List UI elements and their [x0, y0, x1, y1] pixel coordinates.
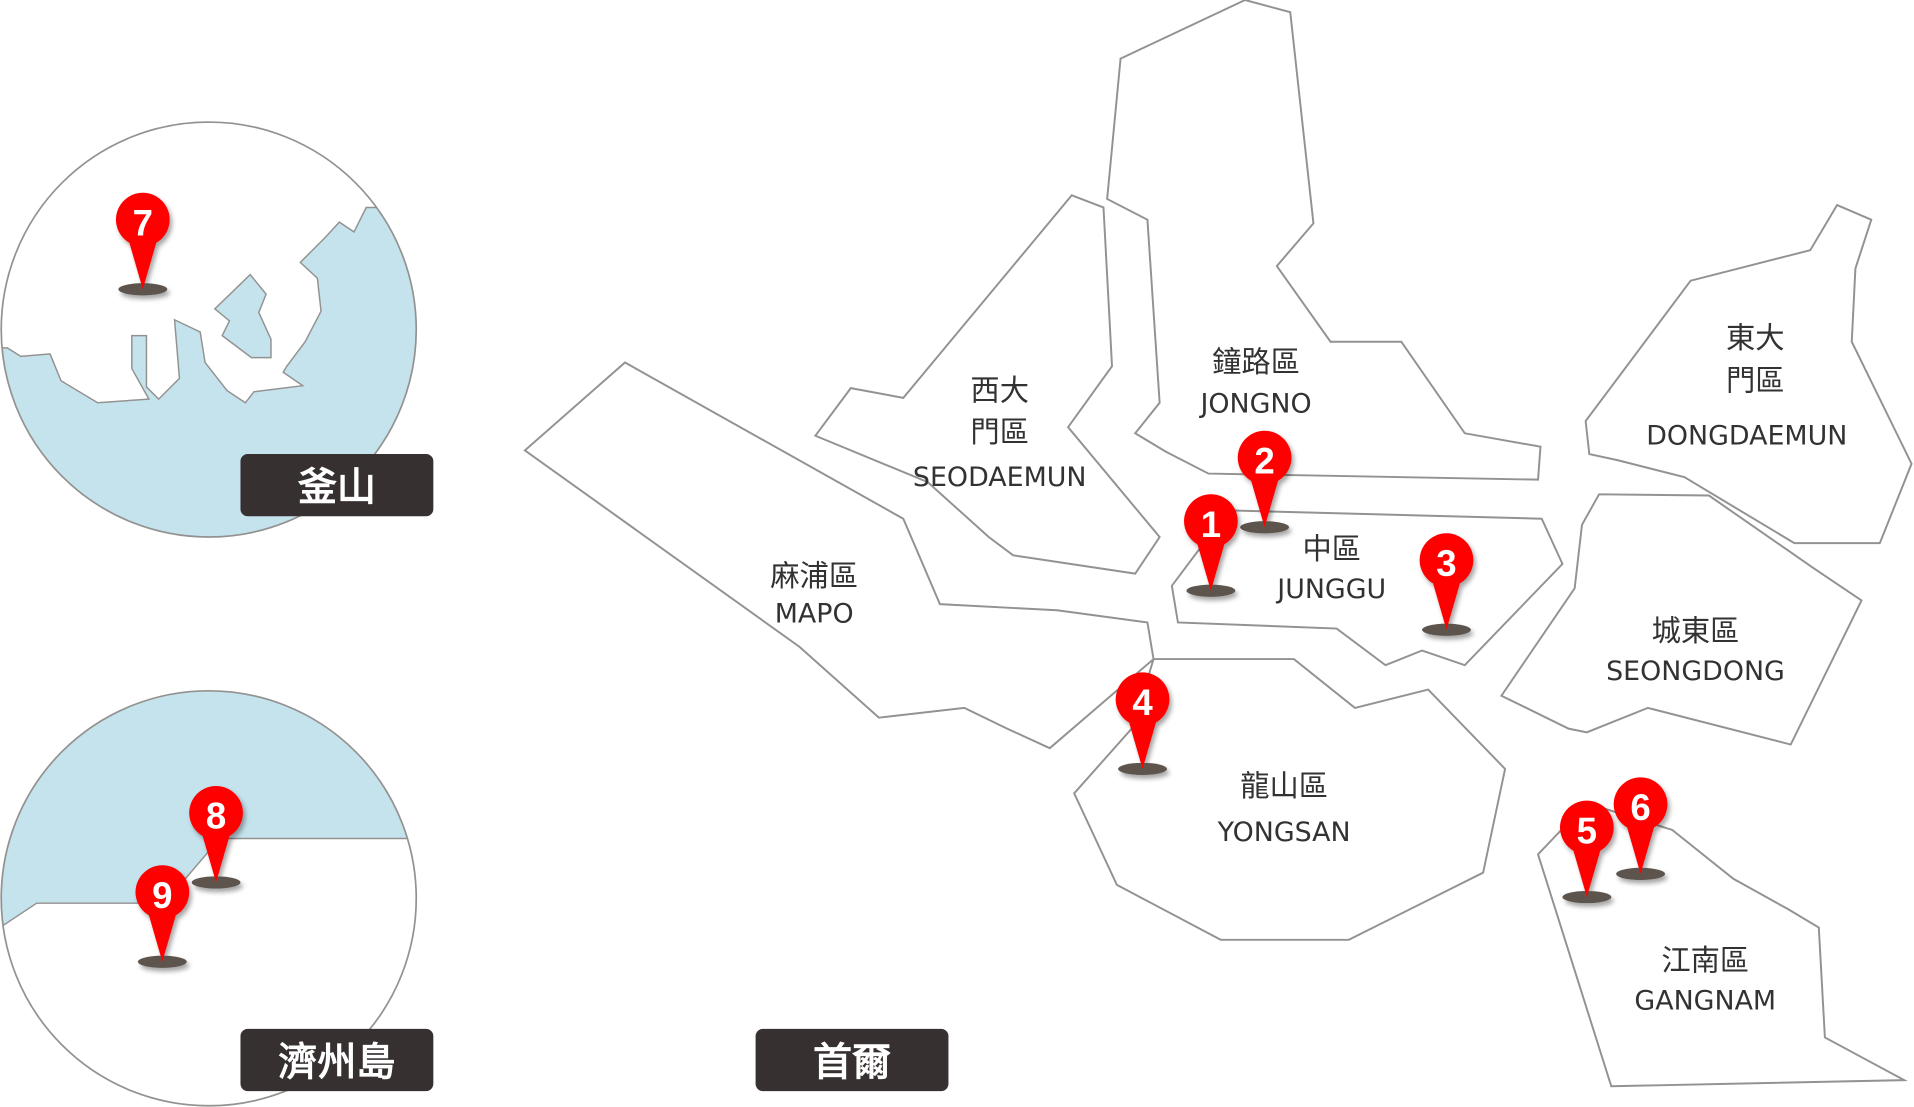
district-jongno[interactable] — [1106, 0, 1542, 481]
label-seongdong-zh: 城東區 — [1652, 614, 1740, 648]
region-badge-seoul: 首爾 — [755, 1028, 949, 1092]
pin-number: 9 — [152, 875, 172, 916]
pin-number: 2 — [1254, 441, 1274, 482]
label-mapo-zh: 麻浦區 — [770, 559, 858, 593]
district-seodaemun[interactable] — [813, 194, 1161, 575]
pin-number: 3 — [1436, 543, 1456, 584]
map-pin-6[interactable]: 6 — [1613, 777, 1668, 880]
seoul-districts — [523, 0, 1913, 1088]
label-seongdong-en: SEONGDONG — [1606, 656, 1785, 687]
badge-label-jeju: 濟州島 — [278, 1040, 395, 1085]
pin-number: 4 — [1132, 682, 1153, 723]
label-yongsan-en: YONGSAN — [1217, 817, 1351, 848]
pin-number: 5 — [1577, 810, 1597, 851]
label-junggu-en: JUNGGU — [1275, 574, 1386, 605]
map-pin-7[interactable]: 7 — [115, 192, 170, 296]
map-pins: 2 1 3 4 6 5 7 8 — [115, 192, 1668, 968]
label-junggu-zh: 中區 — [1302, 532, 1361, 566]
label-seodaemun-zh1: 西大 — [970, 373, 1029, 407]
label-mapo-en: MAPO — [775, 598, 854, 629]
pin-number: 6 — [1630, 787, 1650, 828]
pin-number: 8 — [206, 796, 226, 837]
pin-number: 1 — [1201, 504, 1221, 545]
label-yongsan-zh: 龍山區 — [1240, 769, 1328, 803]
label-dongdaemun-zh2: 門區 — [1726, 364, 1785, 398]
map-pin-3[interactable]: 3 — [1419, 533, 1474, 636]
label-dongdaemun-zh1: 東大 — [1726, 321, 1785, 355]
busan-inset — [0, 121, 418, 538]
label-seodaemun-zh2: 門區 — [970, 415, 1029, 449]
map-pin-8[interactable]: 8 — [189, 785, 243, 889]
badge-label-seoul: 首爾 — [813, 1040, 891, 1085]
label-dongdaemun-en: DONGDAEMUN — [1646, 420, 1847, 451]
label-jongno-zh: 鐘路區 — [1212, 345, 1300, 379]
label-gangnam-en: GANGNAM — [1634, 985, 1776, 1016]
district-dongdaemun[interactable] — [1584, 203, 1913, 545]
pin-number: 7 — [133, 203, 153, 244]
district-seongdong[interactable] — [1499, 493, 1863, 746]
label-jongno-en: JONGNO — [1198, 389, 1311, 420]
district-yongsan[interactable] — [1073, 658, 1507, 941]
map-pin-1[interactable]: 1 — [1184, 494, 1238, 597]
district-mapo[interactable] — [523, 361, 1155, 750]
map-pin-2[interactable]: 2 — [1237, 430, 1292, 534]
map-pin-5[interactable]: 5 — [1560, 800, 1614, 904]
district-labels: 麻浦區 MAPO 西大 門區 SEODAEMUN 鐘路區 JONGNO 東大 門… — [770, 321, 1847, 1017]
label-gangnam-zh: 江南區 — [1661, 943, 1749, 977]
map-pin-4[interactable]: 4 — [1115, 672, 1170, 776]
region-badge-jeju: 濟州島 — [240, 1028, 434, 1092]
map-pin-9[interactable]: 9 — [135, 865, 190, 968]
badge-label-busan: 釜山 — [297, 465, 376, 510]
label-seodaemun-en: SEODAEMUN — [913, 462, 1087, 493]
region-badge-busan: 釜山 — [240, 454, 434, 517]
